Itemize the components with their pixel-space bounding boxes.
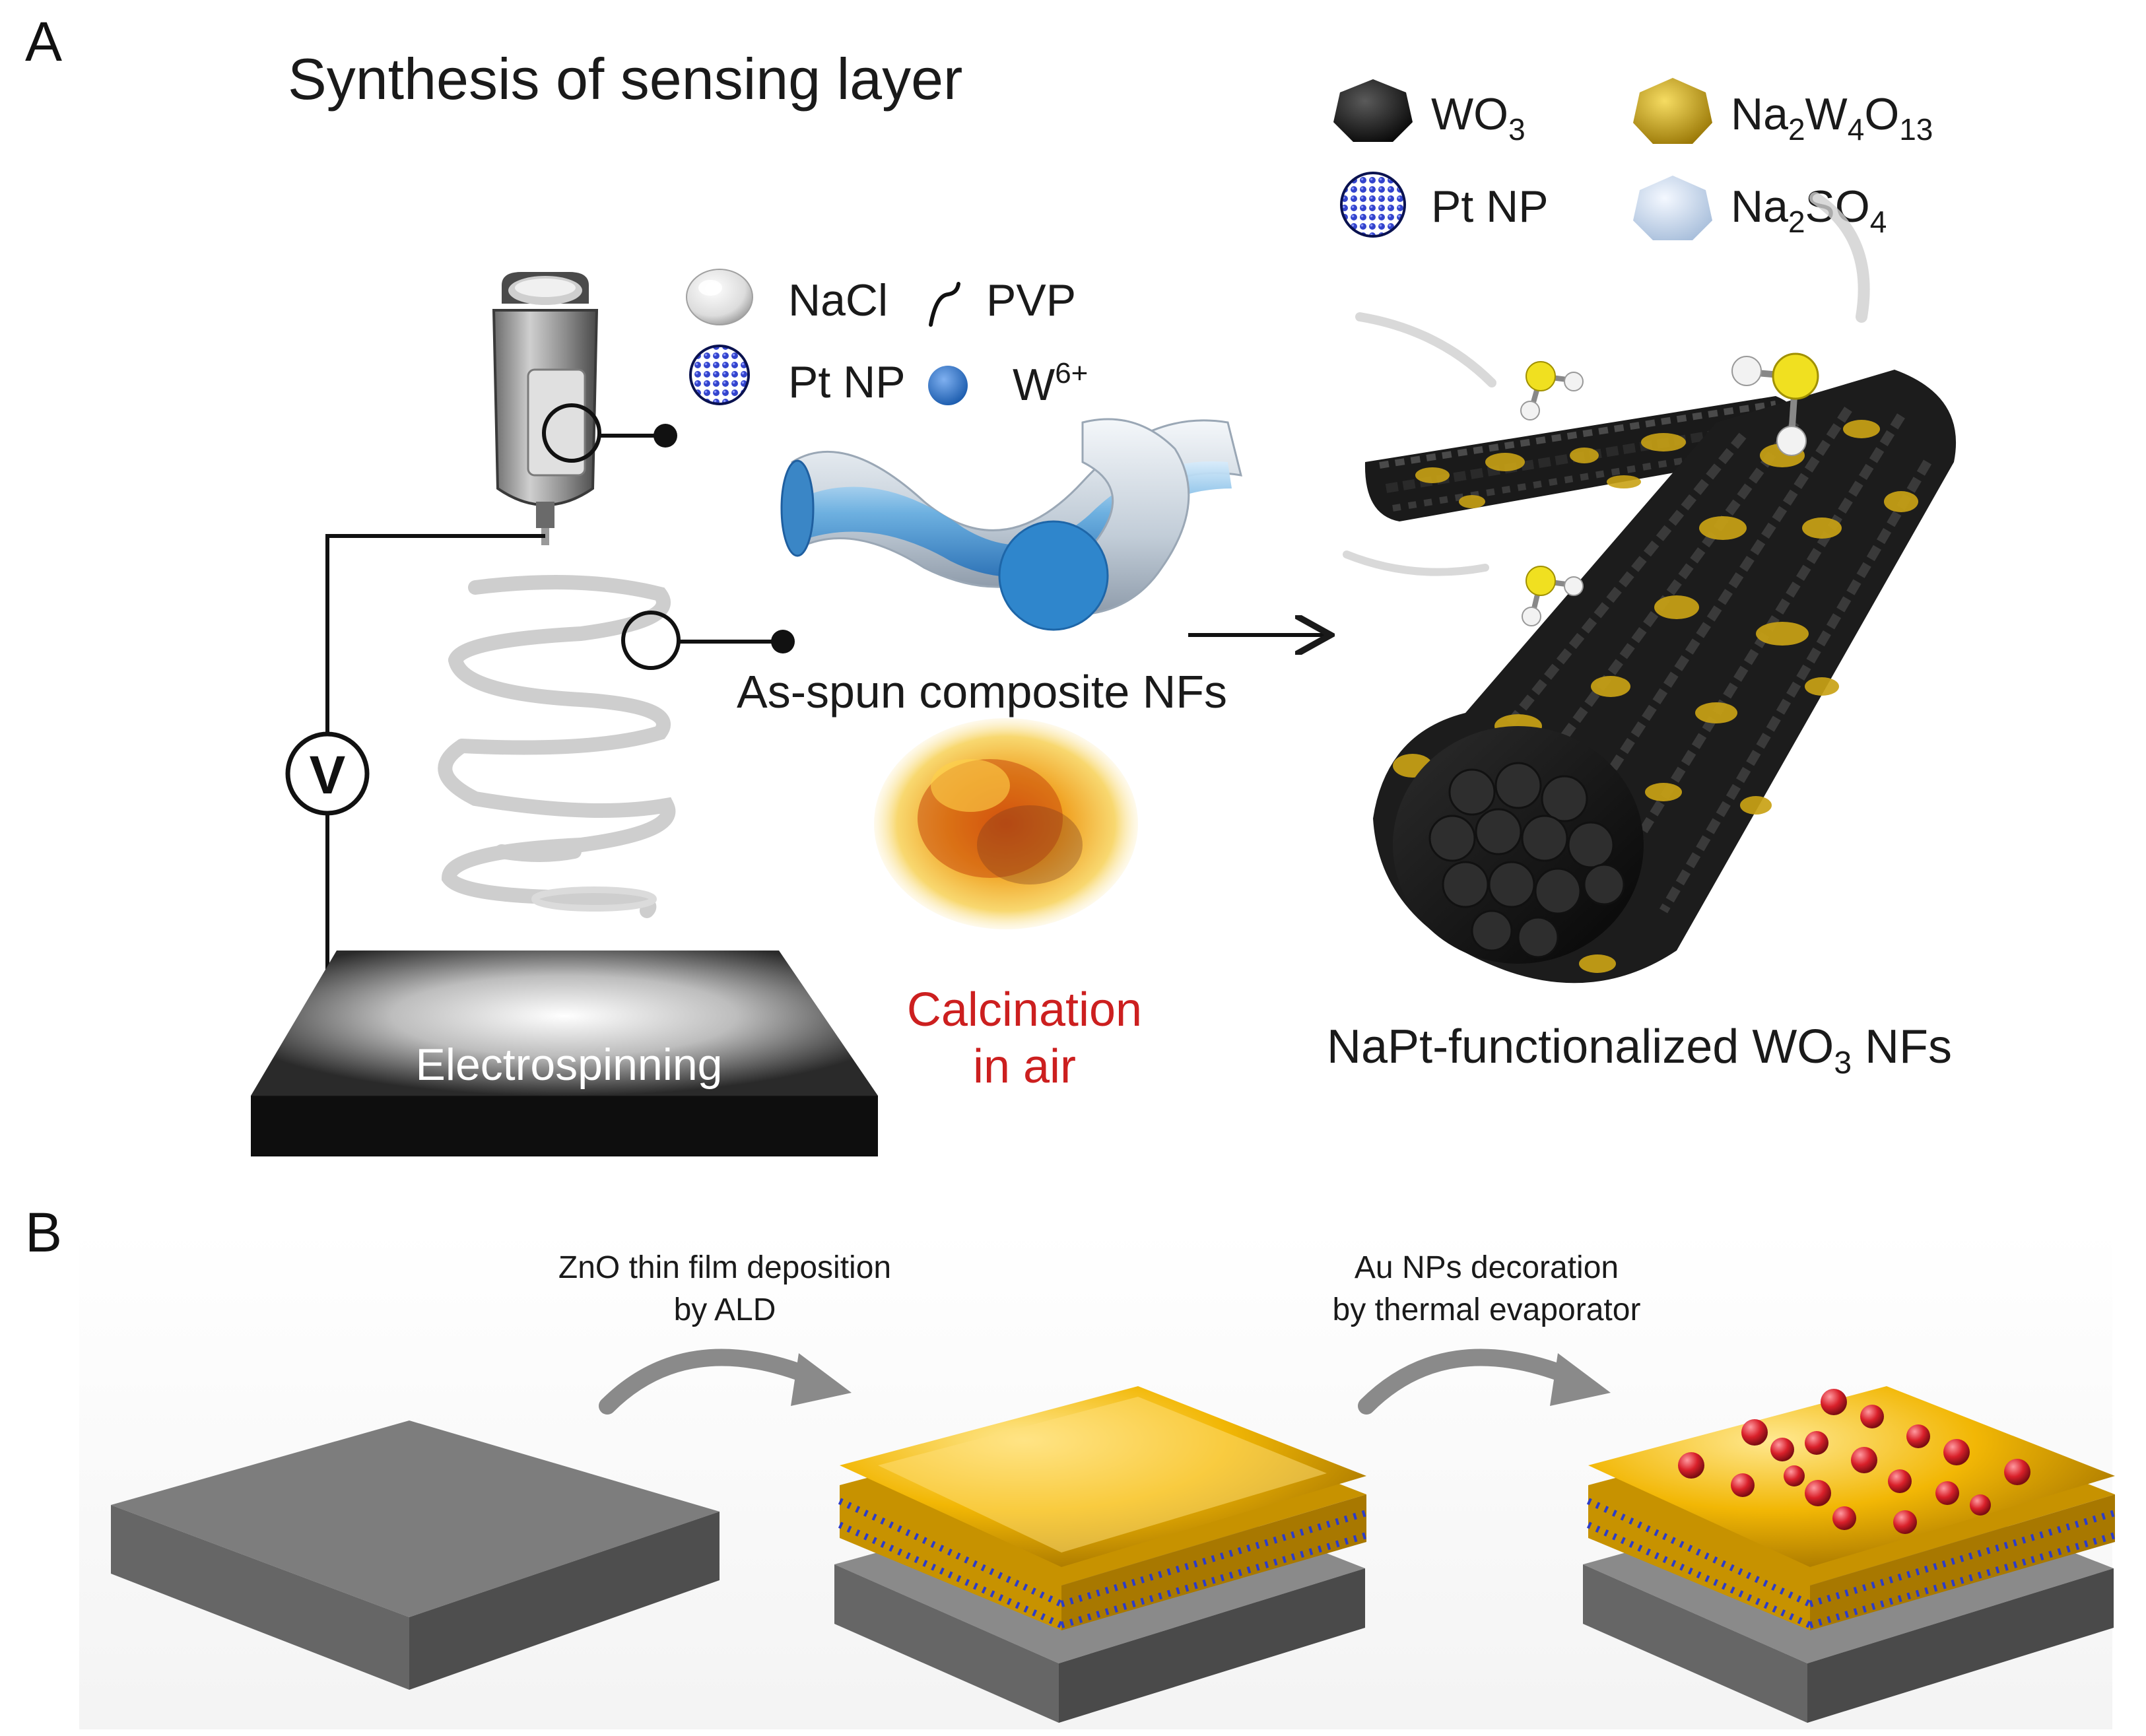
voltage-symbol: V bbox=[310, 745, 346, 805]
na2w4o13-sub1: 2 bbox=[1788, 112, 1805, 147]
h2s-molecule-1 bbox=[1520, 361, 1584, 420]
product-label-subscript: 3 bbox=[1834, 1046, 1852, 1081]
w6-legend-superscript: 6+ bbox=[1055, 357, 1088, 389]
na2w4o13-sub2: 4 bbox=[1848, 112, 1865, 147]
na2so4-sub2: 4 bbox=[1870, 205, 1887, 239]
electrospinning-label: Electrospinning bbox=[416, 1040, 723, 1090]
panel-a-title: Synthesis of sensing layer bbox=[288, 46, 962, 112]
pvp-legend-label: PVP bbox=[986, 275, 1076, 325]
gas-flow-streaks bbox=[1343, 192, 1870, 576]
voltage-circuit: V bbox=[285, 534, 545, 1024]
au-decorated-substrate bbox=[1583, 1386, 2116, 1723]
wo3-legend-label: WO3 bbox=[1431, 89, 1526, 147]
collector-plate: Electrospinning bbox=[251, 951, 878, 1156]
w6-legend-base: W bbox=[1013, 360, 1055, 410]
lower-nanofiber bbox=[1373, 370, 1957, 984]
pvp-legend-icon bbox=[929, 282, 960, 327]
voltage-source bbox=[285, 731, 370, 816]
as-spun-label: As-spun composite NFs bbox=[737, 666, 1227, 718]
pt-np-legend-icon-right bbox=[1340, 172, 1406, 238]
pt-np-legend-icon-left bbox=[689, 345, 750, 405]
panel-b-letter: B bbox=[25, 1201, 62, 1263]
step2-arrow bbox=[1358, 1349, 1611, 1415]
pt-np-legend-label-left: Pt NP bbox=[788, 357, 906, 407]
product-label-tail: NFs bbox=[1852, 1020, 1952, 1073]
precursor-legend: NaCl PVP Pt NP W6+ bbox=[686, 269, 1088, 410]
na2w4o13-legend-icon bbox=[1633, 78, 1712, 144]
product-legend: WO3 Na2W4O13 Pt NP Na2SO4 bbox=[1333, 78, 1933, 240]
fiber-cross-section bbox=[998, 520, 1109, 631]
step2-label-line1: Au NPs decoration bbox=[1355, 1250, 1619, 1285]
h2s-molecule-3 bbox=[1522, 566, 1584, 626]
panel-a: A Synthesis of sensing layer V bbox=[25, 11, 1957, 1156]
syringe-illustration bbox=[492, 272, 677, 545]
syringe-zoom-marker bbox=[542, 403, 601, 463]
h2s-molecule-2 bbox=[1731, 352, 1819, 456]
pt-np-legend-label-right: Pt NP bbox=[1431, 182, 1549, 232]
calcination-label-line2: in air bbox=[973, 1040, 1076, 1093]
bare-substrate bbox=[111, 1420, 720, 1690]
na2so4-part1: Na bbox=[1731, 182, 1788, 232]
functionalized-nanofibers bbox=[1364, 352, 1957, 984]
na2w4o13-sub3: 13 bbox=[1899, 112, 1933, 147]
na2so4-legend-label: Na2SO4 bbox=[1731, 182, 1887, 239]
w6-legend-icon bbox=[928, 366, 968, 405]
nacl-legend-label: NaCl bbox=[788, 275, 888, 325]
na2w4o13-legend-label: Na2W4O13 bbox=[1731, 89, 1933, 147]
whipping-jet bbox=[438, 575, 676, 918]
panel-b: B ZnO thin film deposition by ALD Au NPs… bbox=[25, 1201, 2116, 1729]
zno-coated-substrate bbox=[834, 1386, 1368, 1723]
calcination-heat bbox=[874, 718, 1138, 929]
na2w4o13-part3: O bbox=[1864, 89, 1899, 139]
product-label-base: NaPt-functionalized WO bbox=[1327, 1020, 1834, 1073]
wo3-legend-base: WO bbox=[1431, 89, 1508, 139]
product-label: NaPt-functionalized WO3 NFs bbox=[1327, 1020, 1952, 1081]
step1-label-line1: ZnO thin film deposition bbox=[558, 1250, 891, 1285]
wo3-legend-icon bbox=[1333, 79, 1413, 142]
step1-label-line2: by ALD bbox=[674, 1292, 776, 1327]
nacl-legend-icon bbox=[686, 269, 753, 325]
as-spun-fiber bbox=[780, 380, 1243, 631]
calcination-label-line1: Calcination bbox=[907, 984, 1142, 1036]
na2so4-legend-icon bbox=[1633, 176, 1712, 240]
na2so4-sub1: 2 bbox=[1788, 205, 1805, 239]
wo3-legend-subscript: 3 bbox=[1508, 112, 1526, 147]
na2w4o13-part2: W bbox=[1805, 89, 1848, 139]
step1-arrow bbox=[599, 1349, 852, 1415]
au-nanoparticles bbox=[1678, 1389, 2030, 1534]
w6-legend-label: W6+ bbox=[1013, 357, 1088, 410]
panel-a-letter: A bbox=[25, 11, 62, 73]
step2-label-line2: by thermal evaporator bbox=[1333, 1292, 1641, 1327]
na2w4o13-part1: Na bbox=[1731, 89, 1788, 139]
